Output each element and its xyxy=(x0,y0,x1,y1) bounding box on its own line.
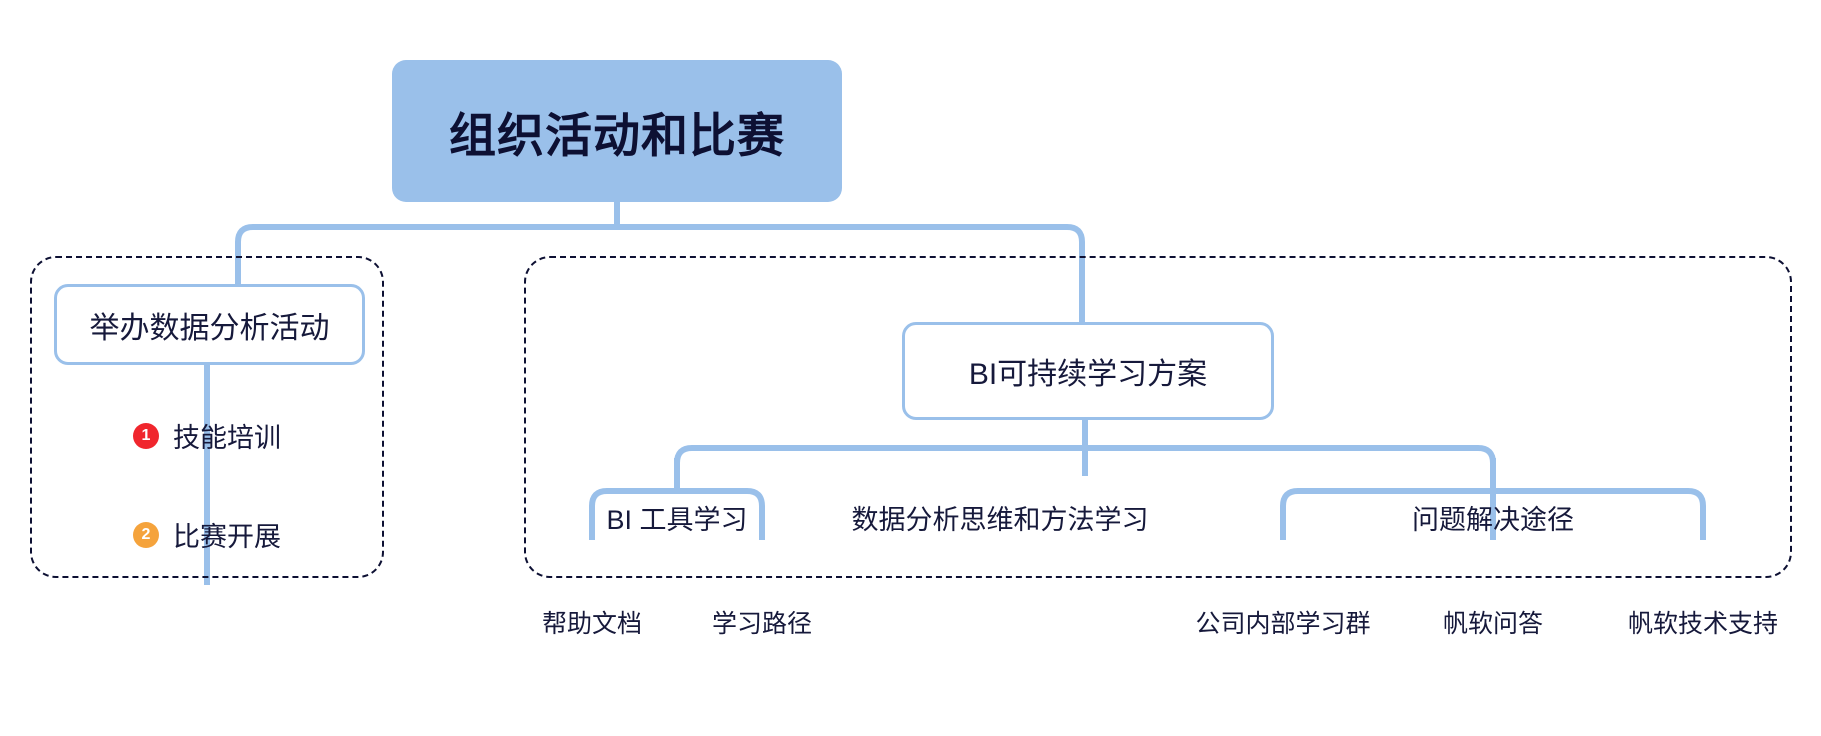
leaf-label-fanruan-tech-support[interactable]: 帆软技术支持 xyxy=(1627,610,1779,638)
leaf-label-learning-path[interactable]: 学习路径 xyxy=(711,610,813,638)
node-activity-label: 举办数据分析活动 xyxy=(89,311,330,345)
node-activity[interactable]: 举办数据分析活动 xyxy=(54,284,365,365)
branch-label-bi-tools[interactable]: BI 工具学习 xyxy=(606,505,748,535)
root-node-label: 组织活动和比赛 xyxy=(449,108,785,162)
leaf-label-fanruan-qa[interactable]: 帆软问答 xyxy=(1442,610,1544,638)
badge-number-2: 2 xyxy=(133,521,159,548)
badge-number-1: 1 xyxy=(133,422,159,449)
branch-label-problem-solving[interactable]: 问题解决途径 xyxy=(1412,505,1574,535)
group-container-right xyxy=(524,256,1792,578)
node-bi-learning-plan[interactable]: BI可持续学习方案 xyxy=(902,322,1274,420)
wire-tool-children-bar xyxy=(589,488,765,540)
root-node[interactable]: 组织活动和比赛 xyxy=(392,60,842,202)
list-item-competition[interactable]: 2 比赛开展 xyxy=(133,515,281,554)
leaf-label-help-docs[interactable]: 帮助文档 xyxy=(541,610,643,638)
list-item-label: 比赛开展 xyxy=(173,522,281,552)
node-bi-learning-plan-label: BI可持续学习方案 xyxy=(968,358,1208,391)
list-item-skill-training[interactable]: 1 技能培训 xyxy=(133,416,281,455)
leaf-label-internal-study-group[interactable]: 公司内部学习群 xyxy=(1195,610,1371,638)
wire-root-fork xyxy=(235,224,1085,327)
list-item-label: 技能培训 xyxy=(173,423,281,453)
group-container-left xyxy=(30,256,384,578)
branch-label-analysis-thinking[interactable]: 数据分析思维和方法学习 xyxy=(851,505,1149,535)
